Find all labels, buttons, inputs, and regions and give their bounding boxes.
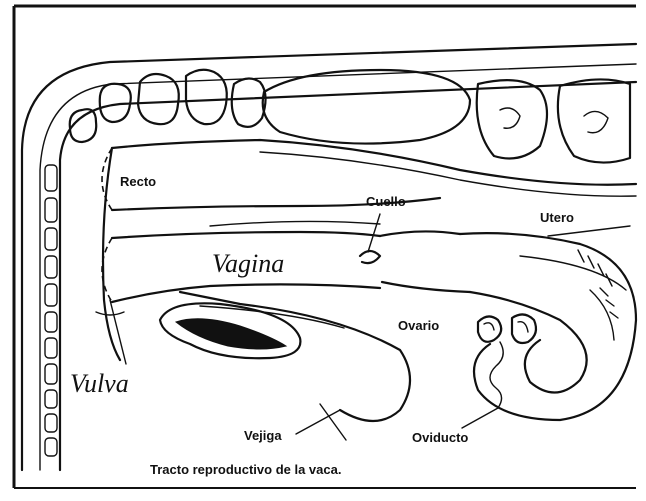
figure-caption: Tracto reproductivo de la vaca. [150,462,341,477]
label-vagina: Vagina [212,249,284,278]
tail-vertebrae [45,165,57,456]
oviduct [462,342,503,428]
label-recto: Recto [120,174,156,189]
label-cuello: Cuello [366,194,406,209]
ovary [478,314,536,343]
cervix [360,214,470,292]
bladder [160,292,410,440]
label-oviducto: Oviducto [412,430,468,445]
label-utero: Utero [540,210,574,225]
label-vejiga: Vejiga [244,428,282,443]
body-outline [22,44,636,470]
label-ovario: Ovario [398,318,439,333]
label-vulva: Vulva [70,369,129,398]
